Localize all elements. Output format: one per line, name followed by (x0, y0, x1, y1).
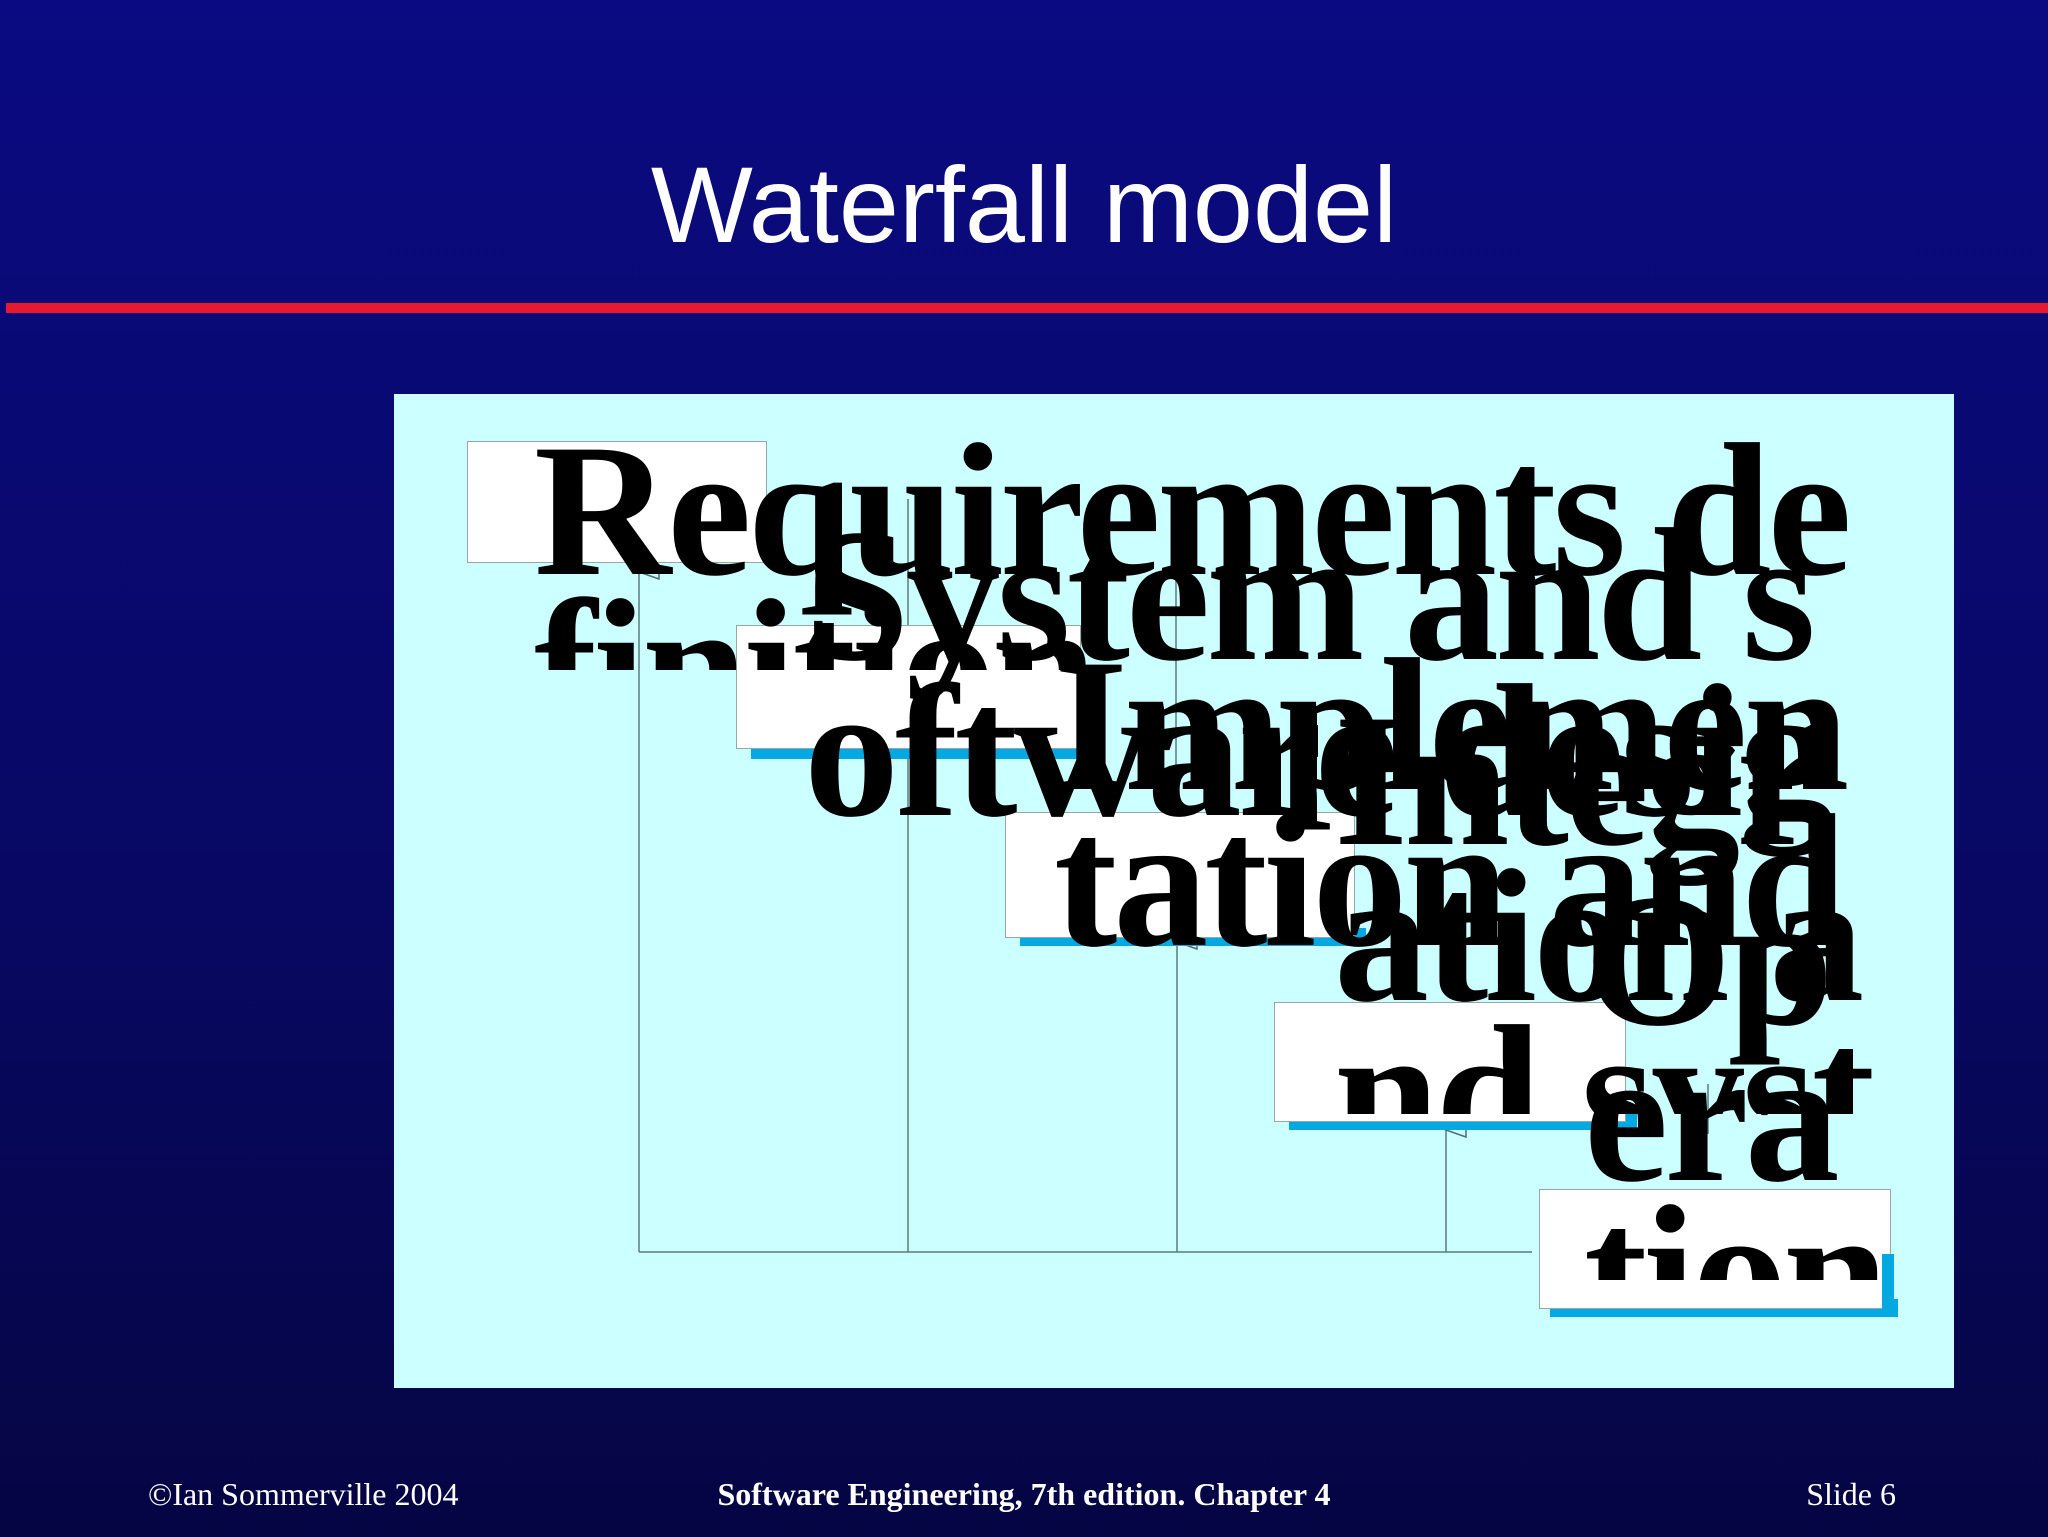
stage-label-4: Integration and system testing (1334, 704, 1875, 1114)
waterfall-diagram: Requirements definition System and softw… (394, 394, 1954, 1388)
title-divider (6, 303, 2048, 313)
stage-label-2: System and software design (804, 519, 1834, 859)
stage-box-4 (1274, 1002, 1626, 1122)
footer-copyright: ©Ian Sommerville 2004 (148, 1476, 459, 1512)
footer-slide-number: Slide 6 (1806, 1476, 1896, 1512)
stage-box-5 (1539, 1189, 1891, 1309)
stage-label-5: Operation and maintenance (1584, 884, 1889, 1280)
stage-5-side-shadow (1882, 1254, 1894, 1316)
stage-box-2 (736, 625, 1081, 749)
stage-label-3: Implementation and unit testing (1054, 649, 1849, 959)
footer-book-title: Software Engineering, 7th edition. Chapt… (717, 1476, 1331, 1512)
stage-box-1 (467, 441, 767, 563)
stage-box-3 (1005, 812, 1355, 938)
connector-lines (394, 499, 1709, 1253)
slide-title: Waterfall model (650, 144, 1398, 265)
stage-label-1: Requirements definition (534, 434, 1852, 670)
